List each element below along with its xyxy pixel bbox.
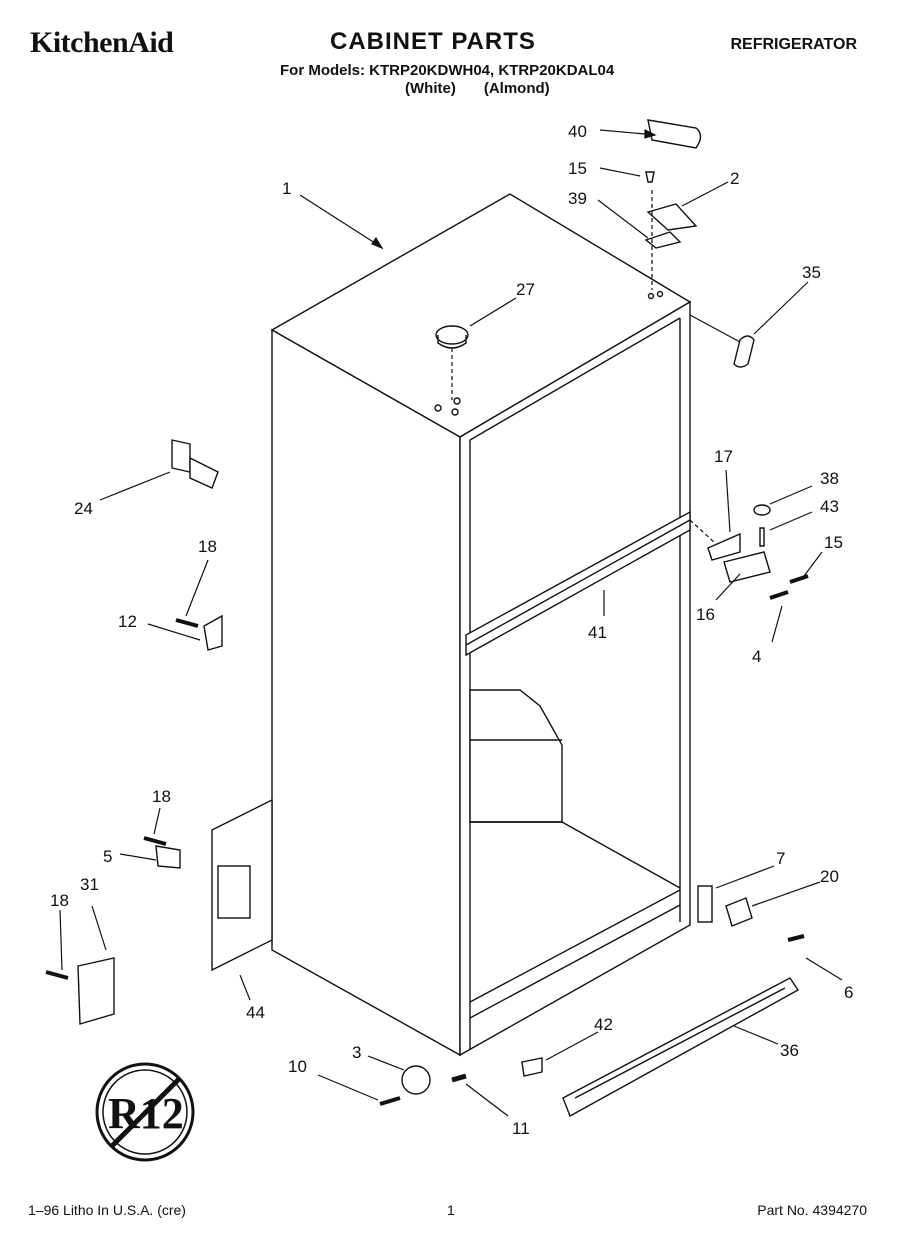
models-line: For Models: KTRP20KDWH04, KTRP20KDAL04 <box>280 62 615 79</box>
callout-1: 1 <box>282 179 291 198</box>
callout-4: 4 <box>752 647 761 666</box>
color-white: (White) <box>405 80 456 97</box>
callout-31: 31 <box>80 875 99 894</box>
model-colors: (White) (Almond) <box>405 80 578 97</box>
callout-42: 42 <box>594 1015 613 1034</box>
small-parts <box>45 119 809 1117</box>
footer-part-number: Part No. 4394270 <box>757 1202 867 1218</box>
callout-7: 7 <box>776 849 785 868</box>
callout-17: 17 <box>714 447 733 466</box>
callout-38: 38 <box>820 469 839 488</box>
leader-lines <box>59 129 843 1117</box>
color-almond: (Almond) <box>483 80 550 97</box>
appliance-type: REFRIGERATOR <box>730 36 857 53</box>
callout-labels: 40 15 2 39 1 27 35 24 17 38 43 15 18 12 … <box>50 122 853 1138</box>
callout-44: 44 <box>246 1003 265 1022</box>
callout-43: 43 <box>820 497 839 516</box>
callout-15: 15 <box>568 159 587 178</box>
callout-18a: 18 <box>198 537 217 556</box>
callout-39: 39 <box>568 189 587 208</box>
footer-page-number: 1 <box>447 1202 455 1218</box>
callout-2: 2 <box>730 169 739 188</box>
callout-5: 5 <box>103 847 112 866</box>
cabinet <box>211 193 692 1057</box>
callout-10: 10 <box>288 1057 307 1076</box>
callout-11: 11 <box>512 1119 530 1138</box>
callout-36: 36 <box>780 1041 799 1060</box>
callout-18b: 18 <box>152 787 171 806</box>
callout-24: 24 <box>74 499 93 518</box>
callout-20: 20 <box>820 867 839 886</box>
callout-12: 12 <box>118 612 137 631</box>
callout-41: 41 <box>588 623 607 642</box>
callout-18c: 18 <box>50 891 69 910</box>
callout-40: 40 <box>568 122 587 141</box>
callout-3: 3 <box>352 1043 361 1062</box>
callout-35: 35 <box>802 263 821 282</box>
brand-logo: KitchenAid <box>30 26 174 59</box>
footer-litho: 1–96 Litho In U.S.A. (cre) <box>28 1202 186 1218</box>
page-title: CABINET PARTS <box>330 28 536 55</box>
callout-27: 27 <box>516 280 535 299</box>
no-r12-stamp: R12 <box>95 1062 195 1162</box>
callout-16: 16 <box>696 605 715 624</box>
callout-6: 6 <box>844 983 853 1002</box>
callout-15b: 15 <box>824 533 843 552</box>
